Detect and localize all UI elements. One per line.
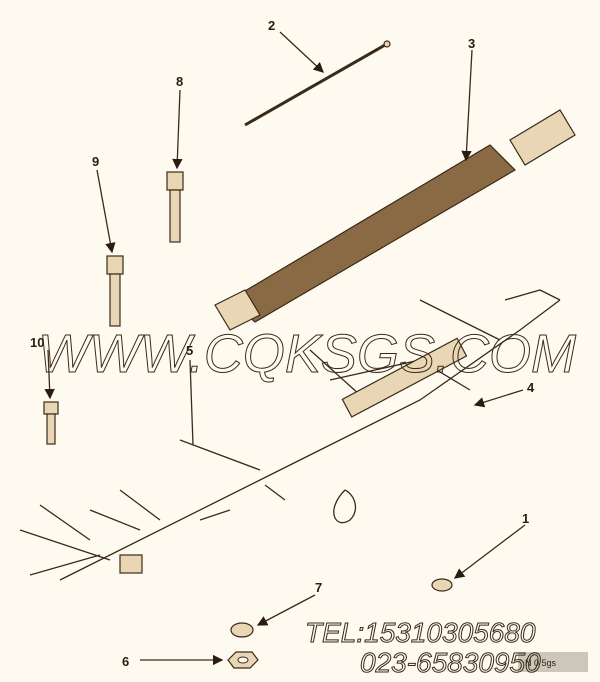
watermark-url: WWW.CQKSGS.COM [38,324,576,384]
callout-3: 3 [468,36,475,51]
callout-10: 10 [30,335,44,350]
callout-4: 4 [527,380,535,395]
watermark-phone: 023-65830950 [360,647,541,678]
callout-leaders [44,31,526,666]
callout-1: 1 [522,511,529,526]
figure-code-box [518,652,588,672]
callout-2: 2 [268,18,275,33]
bolt-part-9 [106,255,124,327]
washer-part-1 [431,578,453,592]
callout-7: 7 [315,580,322,595]
callout-8: 8 [176,74,183,89]
figure-code: N 0 5gs [525,658,557,668]
conduit-harness-part [214,109,576,331]
callout-5: 5 [186,343,193,358]
callout-9: 9 [92,154,99,169]
wiring-harness-part [19,289,561,581]
bolt-part-10 [43,401,59,445]
nut-part-6 [227,651,259,669]
watermark-tel: TEL:15310305680 [305,617,536,648]
callout-6: 6 [122,654,129,669]
cable-tie-part [244,40,391,127]
bolt-part-8 [166,171,184,243]
lock-washer-part-7 [230,622,254,638]
